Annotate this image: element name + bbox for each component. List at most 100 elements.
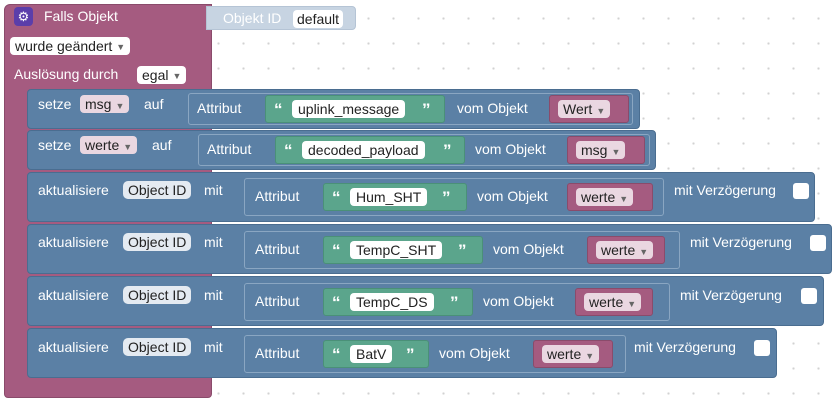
object-id-input[interactable]: default bbox=[293, 10, 344, 28]
gear-icon[interactable]: ⚙ bbox=[14, 7, 33, 26]
delay-label: mit Verzögerung bbox=[680, 287, 782, 303]
delay-label: mit Verzögerung bbox=[674, 182, 776, 198]
object-id-block[interactable]: Objekt ID default bbox=[206, 6, 356, 30]
variable-value: msg bbox=[85, 96, 112, 112]
with-label: mit bbox=[204, 182, 223, 198]
chevron-down-icon: ▼ bbox=[172, 71, 182, 82]
attribute-block[interactable]: Attribut “ TempC_SHT ” vom Objekt werte▼ bbox=[244, 231, 680, 269]
variable-get-block[interactable]: werte▼ bbox=[587, 236, 665, 264]
string-block[interactable]: “ TempC_SHT ” bbox=[323, 236, 483, 264]
object-id-dropdown[interactable]: Object ID bbox=[123, 338, 192, 356]
variable-dropdown[interactable]: werte▼ bbox=[596, 241, 654, 259]
variable-get-block[interactable]: Wert▼ bbox=[549, 95, 629, 123]
variable-value: Wert bbox=[563, 101, 593, 117]
variable-get-block[interactable]: msg▼ bbox=[567, 136, 645, 164]
attribute-block[interactable]: Attribut “ BatV ” vom Objekt werte▼ bbox=[244, 335, 626, 373]
variable-dropdown[interactable]: msg▼ bbox=[576, 141, 626, 159]
quote-open-icon: “ bbox=[332, 188, 341, 207]
set-label: setze bbox=[38, 96, 72, 112]
from-object-label: vom Objekt bbox=[483, 293, 554, 309]
object-id-dropdown[interactable]: Object ID bbox=[123, 286, 192, 304]
variable-dropdown[interactable]: werte▼ bbox=[542, 345, 600, 363]
set-label: setze bbox=[38, 137, 72, 153]
to-label: auf bbox=[144, 96, 164, 112]
attribute-name-input[interactable]: decoded_payload bbox=[302, 141, 425, 159]
string-block[interactable]: “ decoded_payload ” bbox=[275, 136, 465, 164]
trigger-by-dropdown[interactable]: egal▼ bbox=[137, 66, 187, 84]
quote-close-icon: ” bbox=[443, 141, 452, 160]
attribute-block[interactable]: Attribut “ Hum_SHT ” vom Objekt werte▼ bbox=[244, 178, 664, 216]
trigger-by-label: Auslösung durch bbox=[14, 66, 119, 82]
quote-open-icon: “ bbox=[332, 241, 341, 260]
to-label: auf bbox=[152, 137, 172, 153]
variable-value: werte bbox=[85, 137, 120, 153]
attribute-block[interactable]: Attribut “ decoded_payload ” vom Objekt … bbox=[198, 134, 650, 166]
quote-open-icon: “ bbox=[284, 141, 293, 160]
trigger-title: Falls Objekt bbox=[44, 8, 118, 24]
with-label: mit bbox=[204, 287, 223, 303]
from-object-label: vom Objekt bbox=[439, 345, 510, 361]
chevron-down-icon: ▼ bbox=[639, 247, 649, 257]
quote-open-icon: “ bbox=[274, 100, 283, 119]
attribute-name-input[interactable]: BatV bbox=[350, 345, 393, 363]
quote-close-icon: ” bbox=[406, 345, 415, 364]
variable-dropdown[interactable]: werte▼ bbox=[80, 136, 138, 154]
delay-label: mit Verzögerung bbox=[690, 234, 792, 250]
object-id-dropdown[interactable]: Object ID bbox=[123, 181, 192, 199]
delay-checkbox[interactable] bbox=[801, 288, 817, 304]
update-object-block[interactable]: aktualisiere Object ID mit Attribut “ Te… bbox=[27, 224, 832, 274]
object-id-dropdown[interactable]: Object ID bbox=[123, 233, 192, 251]
update-object-block[interactable]: aktualisiere Object ID mit Attribut “ Ba… bbox=[27, 328, 777, 378]
string-block[interactable]: “ TempC_DS ” bbox=[323, 288, 473, 316]
quote-open-icon: “ bbox=[332, 293, 341, 312]
trigger-by-value: egal bbox=[142, 67, 169, 83]
variable-value: werte bbox=[581, 189, 616, 205]
update-label: aktualisiere bbox=[38, 339, 109, 355]
string-block[interactable]: “ Hum_SHT ” bbox=[323, 183, 467, 211]
string-block[interactable]: “ BatV ” bbox=[323, 340, 429, 368]
chevron-down-icon: ▼ bbox=[619, 194, 629, 204]
variable-get-block[interactable]: werte▼ bbox=[575, 288, 653, 316]
variable-get-block[interactable]: werte▼ bbox=[567, 183, 653, 211]
update-object-block[interactable]: aktualisiere Object ID mit Attribut “ Te… bbox=[27, 276, 824, 326]
change-type-dropdown[interactable]: wurde geändert▼ bbox=[10, 37, 131, 55]
set-variable-block[interactable]: setze msg▼ auf Attribut “ uplink_message… bbox=[27, 89, 640, 129]
chevron-down-icon: ▼ bbox=[585, 351, 595, 361]
delay-checkbox[interactable] bbox=[810, 235, 826, 251]
variable-dropdown[interactable]: msg▼ bbox=[80, 95, 130, 113]
chevron-down-icon: ▼ bbox=[123, 142, 133, 152]
chevron-down-icon: ▼ bbox=[116, 42, 126, 53]
delay-checkbox[interactable] bbox=[754, 340, 770, 356]
attribute-name-input[interactable]: TempC_DS bbox=[350, 293, 434, 311]
object-id-label: Objekt ID bbox=[223, 10, 282, 26]
attribute-block[interactable]: Attribut “ TempC_DS ” vom Objekt werte▼ bbox=[244, 283, 670, 321]
update-object-block[interactable]: aktualisiere Object ID mit Attribut “ Hu… bbox=[27, 172, 815, 222]
attribute-name-input[interactable]: Hum_SHT bbox=[350, 188, 428, 206]
from-object-label: vom Objekt bbox=[477, 188, 548, 204]
with-label: mit bbox=[204, 339, 223, 355]
delay-label: mit Verzögerung bbox=[634, 339, 736, 355]
variable-value: werte bbox=[601, 242, 636, 258]
attribute-label: Attribut bbox=[255, 241, 300, 257]
attribute-label: Attribut bbox=[207, 141, 252, 157]
variable-get-block[interactable]: werte▼ bbox=[533, 340, 613, 368]
attribute-label: Attribut bbox=[255, 345, 300, 361]
attribute-name-input[interactable]: TempC_SHT bbox=[350, 241, 443, 259]
variable-value: msg bbox=[581, 142, 608, 158]
attribute-block[interactable]: Attribut “ uplink_message ” vom Objekt W… bbox=[188, 93, 633, 125]
update-label: aktualisiere bbox=[38, 287, 109, 303]
attribute-label: Attribut bbox=[255, 293, 300, 309]
variable-dropdown[interactable]: werte▼ bbox=[584, 293, 642, 311]
set-variable-block[interactable]: setze werte▼ auf Attribut “ decoded_payl… bbox=[27, 130, 656, 170]
quote-close-icon: ” bbox=[450, 293, 459, 312]
variable-dropdown[interactable]: werte▼ bbox=[576, 188, 634, 206]
variable-dropdown[interactable]: Wert▼ bbox=[558, 100, 611, 118]
update-label: aktualisiere bbox=[38, 234, 109, 250]
change-type-value: wurde geändert bbox=[15, 38, 113, 54]
attribute-label: Attribut bbox=[197, 100, 242, 116]
attribute-name-input[interactable]: uplink_message bbox=[292, 100, 406, 118]
string-block[interactable]: “ uplink_message ” bbox=[265, 95, 445, 123]
delay-checkbox[interactable] bbox=[793, 183, 809, 199]
quote-close-icon: ” bbox=[458, 241, 467, 260]
quote-close-icon: ” bbox=[422, 100, 431, 119]
